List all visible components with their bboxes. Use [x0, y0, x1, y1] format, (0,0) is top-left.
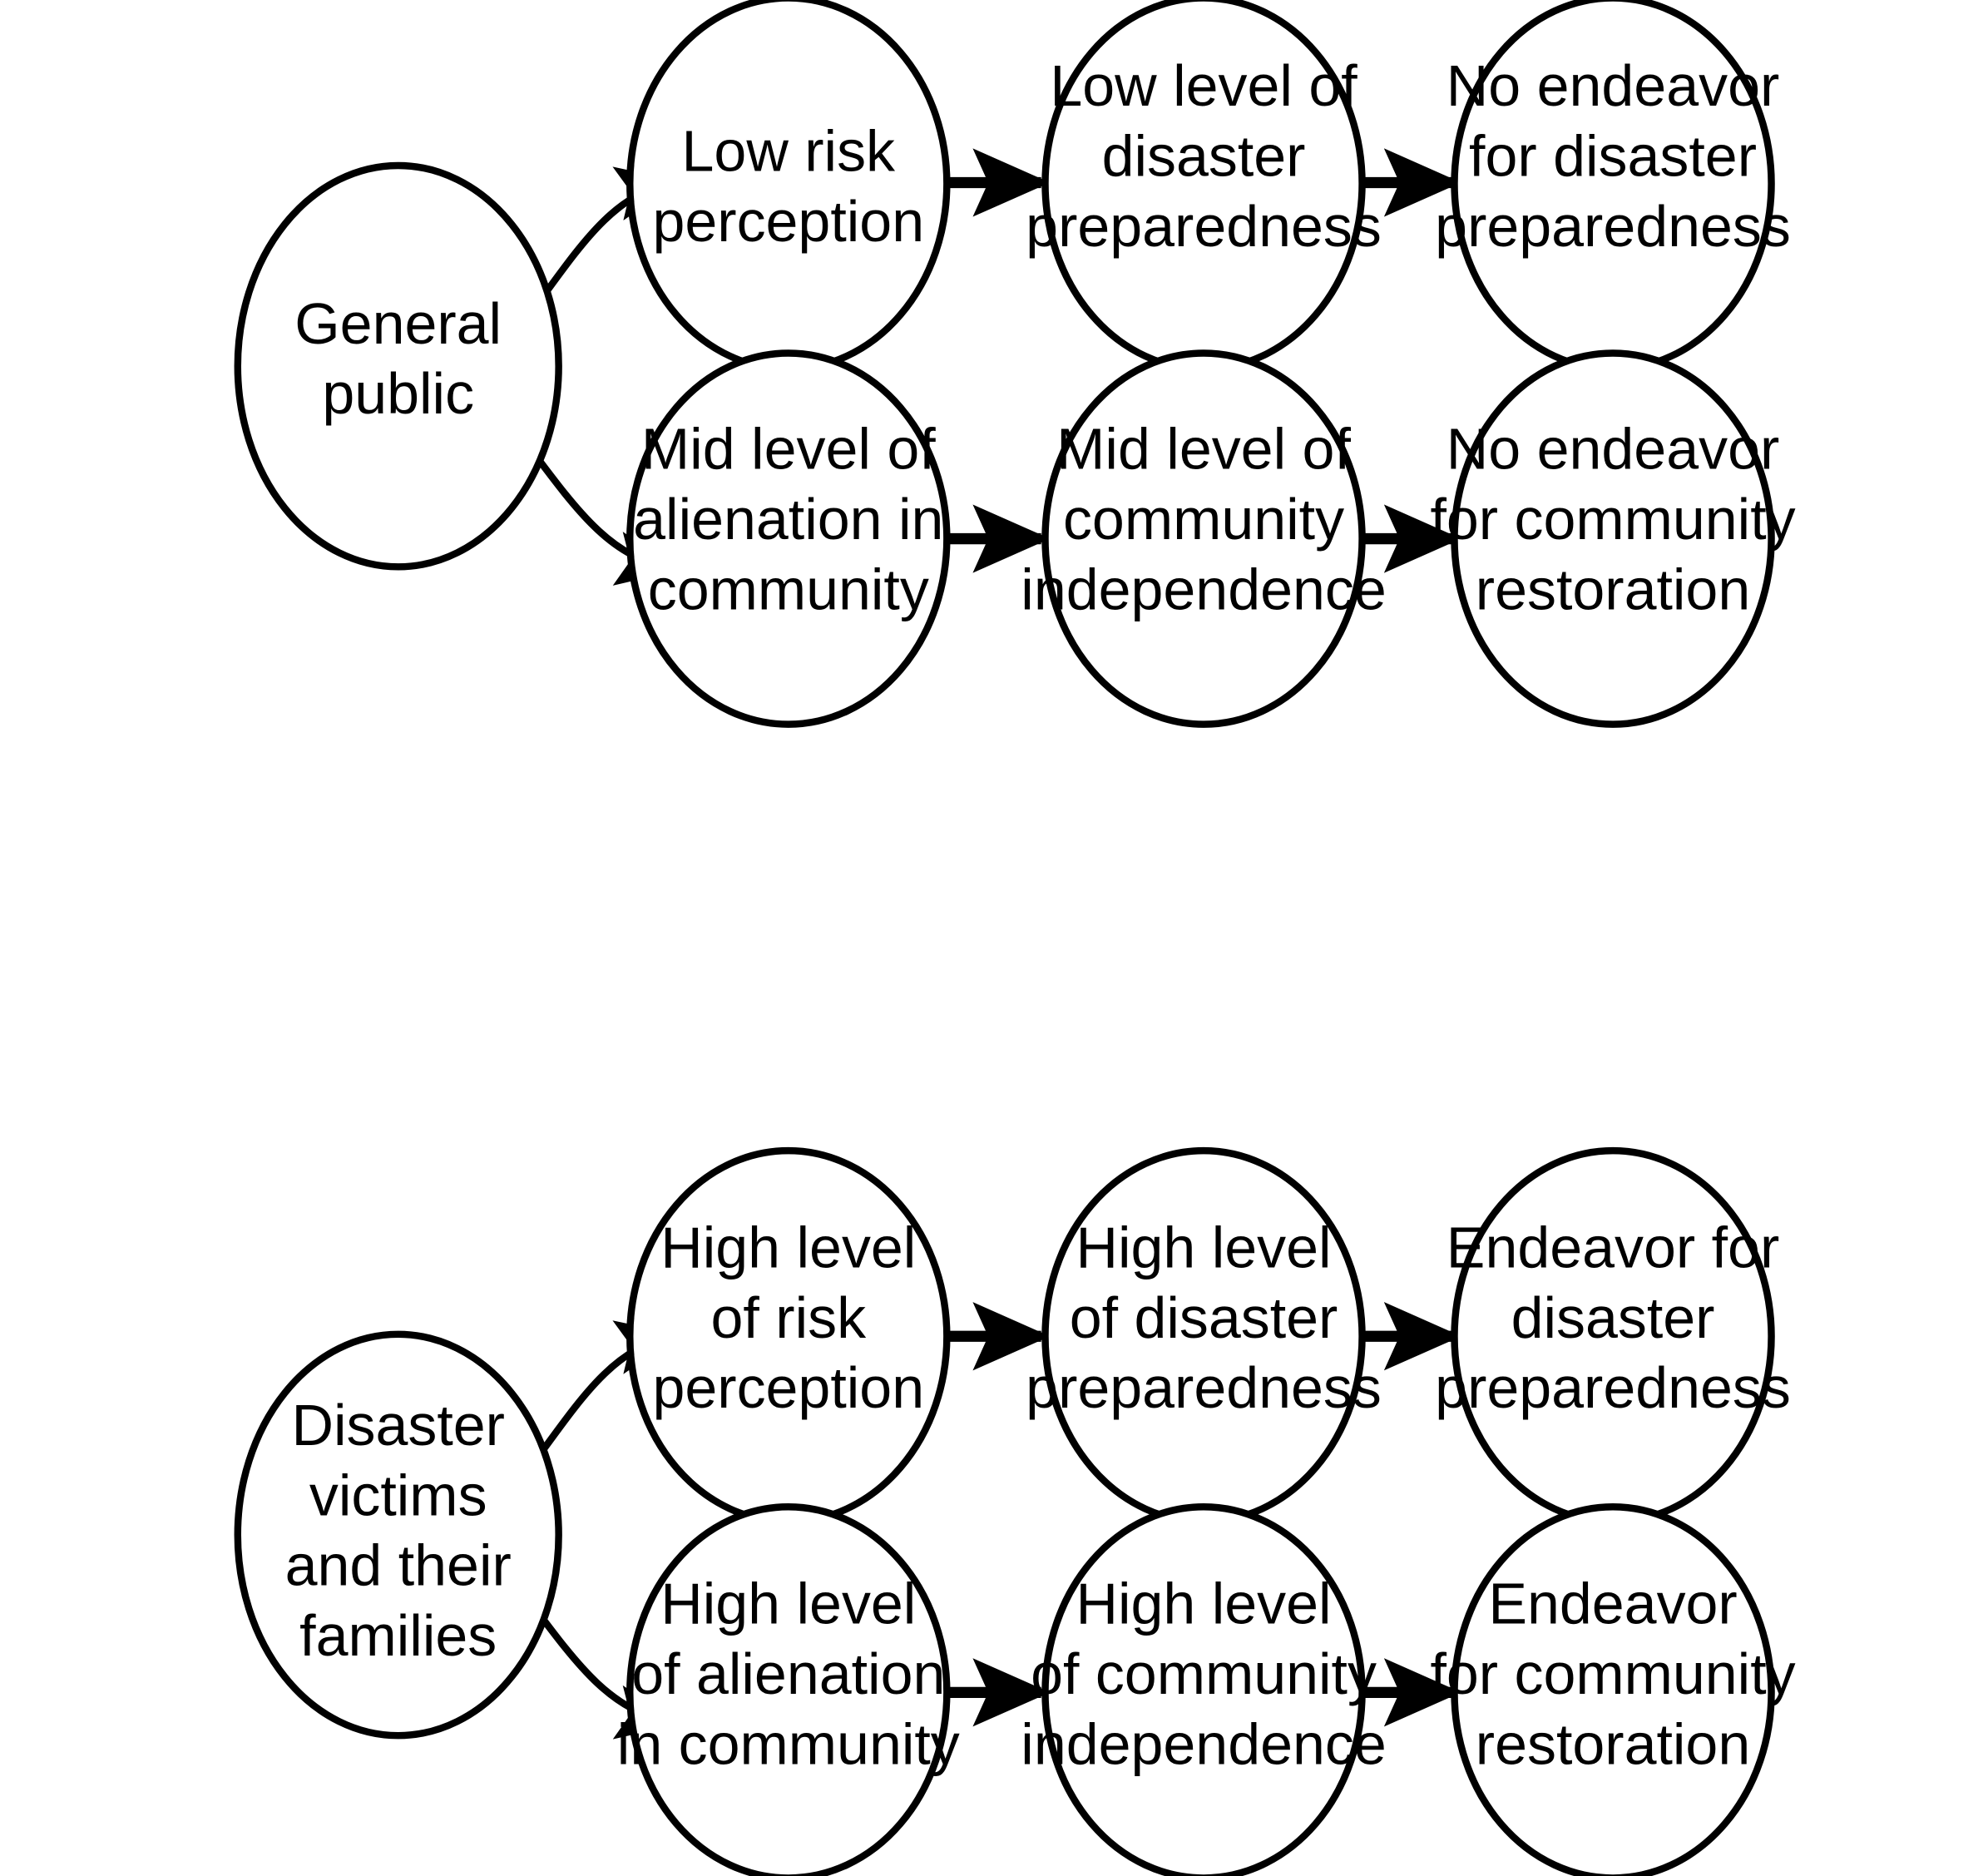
node-dv-high-alienation-line-3: in community [617, 1711, 960, 1776]
node-dv-high-disaster-preparedness-line-2: of disaster [1070, 1285, 1338, 1350]
node-disaster-victims-line-1: Disaster [291, 1393, 505, 1458]
node-gp-mid-community-independence-line-2: community [1063, 487, 1344, 552]
node-gp-mid-alienation-line-1: Mid level of [641, 417, 936, 482]
node-dv-endeavor-disaster[interactable]: Endeavor for disaster preparedness [1435, 1146, 1791, 1526]
node-general-public-line-2: public [322, 361, 474, 426]
node-dv-high-alienation[interactable]: High level of alienation in community [617, 1503, 960, 1876]
node-dv-endeavor-community-line-3: restoration [1476, 1711, 1750, 1776]
node-gp-mid-alienation-shape [626, 349, 951, 728]
node-gp-no-endeavor-disaster[interactable]: No endeavor for disaster preparedness [1435, 0, 1791, 373]
node-gp-mid-alienation-line-2: alienation in [633, 487, 943, 552]
node-gp-no-endeavor-community-line-1: No endeavor [1446, 417, 1779, 482]
node-dv-endeavor-community-shape [1451, 1503, 1775, 1876]
node-disaster-victims-shape [234, 1330, 562, 1740]
node-gp-low-risk-perception-line-1: Low risk [682, 118, 897, 183]
node-dv-high-community-independence-shape [1041, 1503, 1366, 1876]
node-gp-mid-community-independence-shape [1041, 349, 1366, 728]
node-dv-high-disaster-preparedness-line-3: preparedness [1026, 1355, 1382, 1420]
node-general-public-shape [234, 161, 562, 571]
node-dv-high-risk-perception-line-1: High level [660, 1215, 916, 1280]
node-dv-endeavor-community-line-2: for community [1430, 1641, 1795, 1706]
node-disaster-victims-line-2: victims [309, 1463, 487, 1527]
node-dv-high-alienation-line-2: of alienation [631, 1641, 945, 1706]
node-disaster-victims-line-4: families [299, 1603, 497, 1668]
node-dv-high-risk-perception[interactable]: High level of risk perception [626, 1146, 951, 1526]
node-gp-low-disaster-preparedness-line-1: Low level of [1050, 53, 1357, 118]
node-gp-no-endeavor-community[interactable]: No endeavor for community restoration [1430, 349, 1796, 728]
node-dv-endeavor-community[interactable]: Endeavor for community restoration [1430, 1503, 1796, 1876]
node-gp-no-endeavor-community-shape [1451, 349, 1775, 728]
node-dv-high-alienation-line-1: High level [660, 1571, 916, 1636]
node-gp-no-endeavor-community-line-3: restoration [1476, 557, 1750, 621]
node-dv-high-community-independence-line-3: independence [1021, 1711, 1386, 1776]
node-gp-no-endeavor-disaster-line-1: No endeavor [1446, 53, 1779, 118]
node-dv-high-community-independence-line-2: of community [1031, 1641, 1377, 1706]
node-gp-mid-community-independence-line-1: Mid level of [1056, 417, 1351, 482]
node-dv-endeavor-disaster-line-2: disaster [1511, 1285, 1715, 1350]
node-gp-low-disaster-preparedness-line-3: preparedness [1026, 194, 1382, 259]
node-dv-endeavor-disaster-line-3: preparedness [1435, 1355, 1791, 1420]
node-dv-high-community-independence[interactable]: High level of community independence [1021, 1503, 1387, 1876]
node-gp-no-endeavor-community-line-2: for community [1430, 487, 1795, 552]
node-dv-high-disaster-preparedness[interactable]: High level of disaster preparedness [1026, 1146, 1382, 1526]
node-gp-mid-community-independence-line-3: independence [1021, 557, 1386, 621]
node-gp-low-disaster-preparedness[interactable]: Low level of disaster preparedness [1026, 0, 1382, 373]
node-gp-low-risk-perception-line-2: perception [652, 189, 924, 254]
node-dv-endeavor-community-line-1: Endeavor [1488, 1571, 1737, 1636]
node-gp-low-risk-perception-shape [626, 0, 951, 373]
node-disaster-victims[interactable]: Disaster victims and their families [234, 1330, 562, 1740]
node-dv-high-community-independence-line-1: High level [1076, 1571, 1331, 1636]
node-gp-no-endeavor-disaster-line-2: for disaster [1469, 123, 1757, 188]
node-gp-mid-alienation-line-3: community [648, 557, 929, 621]
node-gp-mid-community-independence[interactable]: Mid level of community independence [1021, 349, 1387, 728]
node-dv-high-disaster-preparedness-line-1: High level [1076, 1215, 1331, 1280]
node-gp-no-endeavor-disaster-line-3: preparedness [1435, 194, 1791, 259]
node-dv-high-alienation-shape [626, 1503, 951, 1876]
node-dv-endeavor-disaster-line-1: Endeavor for [1446, 1215, 1779, 1280]
node-gp-low-disaster-preparedness-line-2: disaster [1102, 123, 1306, 188]
node-general-public-line-1: General [294, 291, 502, 356]
node-gp-mid-alienation[interactable]: Mid level of alienation in community [626, 349, 951, 728]
node-general-public[interactable]: General public [234, 161, 562, 571]
node-gp-low-risk-perception[interactable]: Low risk perception [626, 0, 951, 373]
node-disaster-victims-line-3: and their [285, 1533, 512, 1598]
node-dv-high-risk-perception-line-2: of risk [711, 1285, 868, 1350]
node-dv-high-risk-perception-line-3: perception [652, 1355, 924, 1420]
